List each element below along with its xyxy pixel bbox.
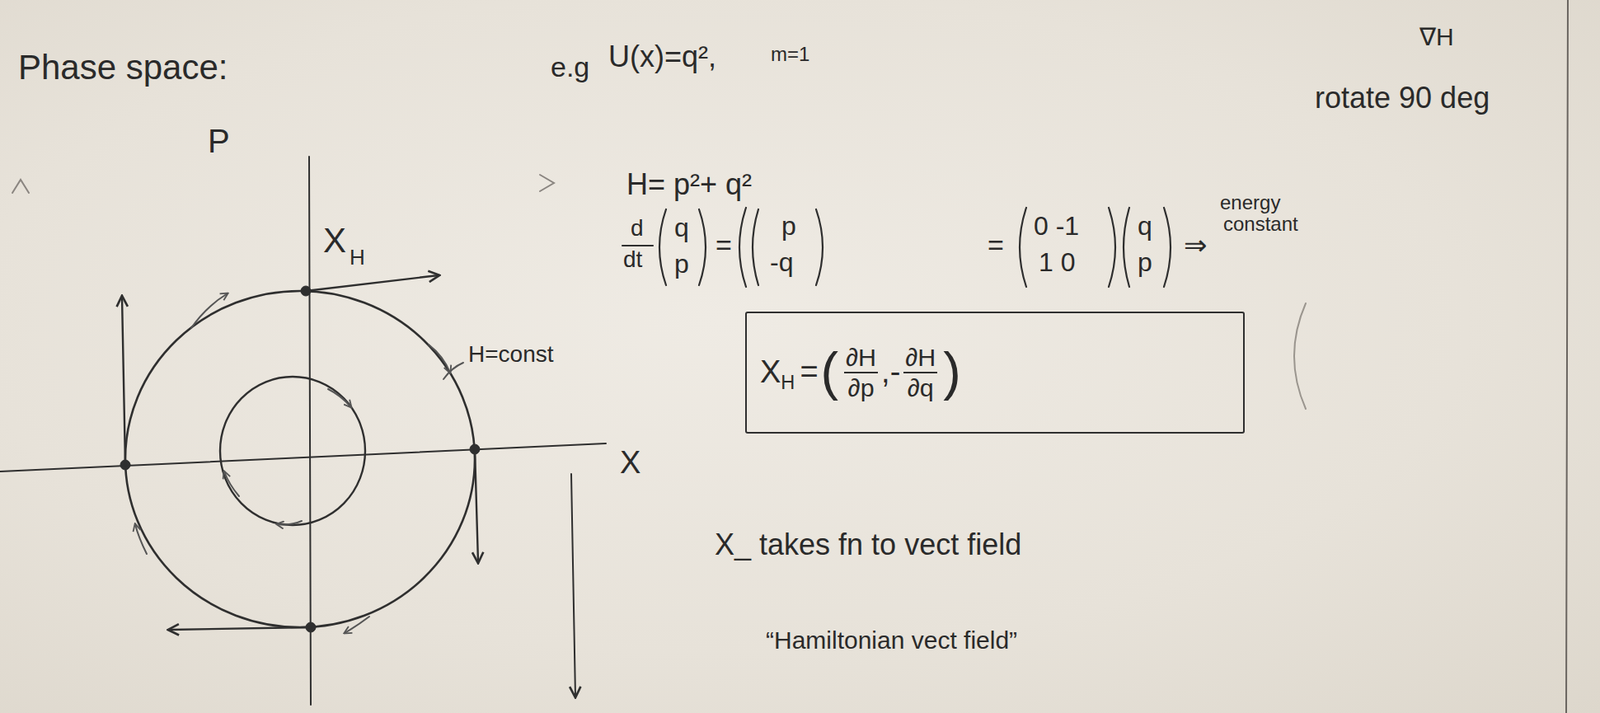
flow-arrow	[428, 344, 451, 373]
note-text: energy	[1219, 191, 1281, 215]
formula-text: =	[799, 355, 818, 390]
fraction-bar	[622, 244, 653, 247]
energy-level-curve	[220, 376, 366, 526]
vector-entry: q	[674, 212, 690, 244]
parenthesis	[1108, 207, 1116, 287]
flow-arrow	[224, 471, 240, 497]
formula-text: ⇒	[1183, 229, 1208, 262]
flow-arrow	[135, 524, 147, 554]
vector-entry: p	[674, 248, 690, 280]
formula-text: X	[760, 355, 781, 390]
vector-entry: -q	[769, 247, 793, 278]
parenthesis	[699, 209, 706, 286]
matrix-entry: 0 -1	[1033, 211, 1080, 242]
formula-text: ∂H	[903, 343, 938, 374]
energy-level-curve	[125, 290, 475, 628]
flow-arrow	[344, 616, 370, 634]
formula-text: ,	[881, 355, 891, 390]
formula-text: ∂p	[846, 373, 877, 402]
formula-box: XH=(∂H∂p,-∂H∂q)	[745, 311, 1245, 434]
fraction: ∂H∂q	[903, 343, 938, 403]
vector-entry: q	[1137, 211, 1153, 242]
axis-label: X	[619, 445, 641, 482]
flow-arrow	[191, 293, 228, 329]
formula-text: m=1	[770, 42, 810, 66]
note-text: e.g	[550, 51, 590, 84]
parenthesis	[1163, 207, 1171, 287]
formula-row: XH=(∂H∂p,-∂H∂q)	[746, 342, 977, 402]
formula-text: dt	[623, 246, 643, 273]
matrix-entry: 1 0	[1038, 247, 1075, 278]
vector-arrow	[168, 627, 311, 630]
parenthesis	[1019, 207, 1027, 287]
leader-line	[443, 362, 464, 380]
parenthesis	[659, 209, 667, 286]
flow-arrow	[328, 389, 352, 408]
vector-entry: p	[781, 211, 797, 242]
formula-text: -	[890, 355, 901, 390]
formula-text: H	[780, 372, 795, 395]
flow-arrow	[276, 520, 302, 526]
axis-label: P	[207, 121, 230, 160]
formula-text: (	[821, 342, 840, 402]
vector-arrow	[305, 275, 439, 291]
heading: Phase space:	[18, 47, 229, 88]
vector-entry: p	[1137, 247, 1153, 278]
sketch-mark	[1294, 303, 1306, 409]
formula-text: H= p²+ q²	[626, 167, 752, 202]
note-text: rotate 90 deg	[1314, 80, 1490, 115]
note-text: X_ takes fn to vect field	[714, 527, 1022, 562]
formula-text: ∇H	[1419, 23, 1455, 52]
formula-text: )	[943, 342, 962, 402]
parenthesis	[816, 209, 823, 286]
note-text: constant	[1223, 212, 1299, 236]
vector-arrow	[571, 473, 576, 697]
vector-label: X	[323, 220, 347, 261]
parenthesis	[739, 207, 747, 287]
sketch-mark	[12, 179, 29, 193]
curve-label: H=const	[468, 341, 554, 368]
note-text: “Hamiltonian vect field”	[765, 626, 1018, 656]
parenthesis	[1123, 207, 1130, 287]
formula-text: ∂H	[844, 343, 878, 374]
vector-arrow	[474, 449, 479, 563]
formula-text: =	[987, 229, 1005, 262]
formula-text: U(x)=q²,	[608, 39, 717, 74]
fraction: ∂H∂p	[844, 343, 878, 403]
x-axis	[0, 443, 606, 472]
parenthesis	[752, 209, 759, 286]
formula-text: d	[630, 215, 644, 242]
sketch-mark	[539, 174, 554, 192]
vector-arrow	[121, 296, 126, 465]
formula-text: ∂q	[905, 373, 936, 402]
subscript: H	[349, 245, 366, 271]
formula-text: =	[715, 229, 732, 262]
page-edge	[1566, 0, 1568, 713]
